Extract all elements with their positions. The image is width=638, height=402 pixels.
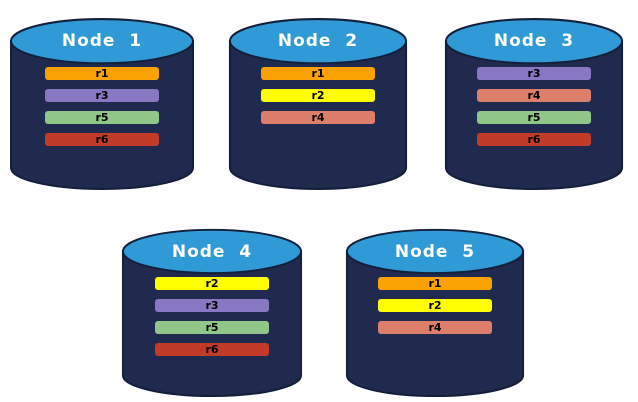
replica-bar-r2: r2 bbox=[261, 89, 375, 103]
replica-bar-r3: r3 bbox=[477, 67, 591, 81]
replica-bar-r5: r5 bbox=[477, 111, 591, 125]
node-title: Node 3 bbox=[493, 31, 575, 51]
cylinder-top bbox=[345, 228, 525, 275]
replica-bar-r4: r4 bbox=[378, 320, 492, 334]
cylinder-top bbox=[444, 18, 624, 65]
database-node: Node 2 r1 r2 r4 bbox=[227, 8, 409, 191]
replica-list: r1 r3 r5 r6 bbox=[8, 67, 196, 147]
replica-bar-r5: r5 bbox=[155, 320, 269, 334]
replica-bar-r3: r3 bbox=[155, 298, 269, 312]
replica-bar-r1: r1 bbox=[45, 67, 159, 81]
replica-bar-r1: r1 bbox=[261, 67, 375, 81]
node-title: Node 4 bbox=[171, 242, 253, 262]
replica-list: r1 r2 r4 bbox=[227, 67, 409, 125]
replica-bar-r3: r3 bbox=[45, 89, 159, 103]
replica-bar-r6: r6 bbox=[155, 342, 269, 356]
cylinder-top bbox=[121, 228, 303, 275]
replica-bar-r6: r6 bbox=[45, 133, 159, 147]
node-title: Node 2 bbox=[277, 31, 359, 51]
node-title: Node 1 bbox=[61, 31, 143, 51]
replica-list: r2 r3 r5 r6 bbox=[120, 276, 304, 356]
replica-bar-r4: r4 bbox=[477, 89, 591, 103]
replica-list: r3 r4 r5 r6 bbox=[443, 67, 625, 147]
database-node: Node 1 r1 r3 r5 r6 bbox=[8, 8, 196, 191]
replica-bar-r1: r1 bbox=[378, 276, 492, 290]
database-node: Node 5 r1 r2 r4 bbox=[344, 219, 526, 398]
replica-list: r1 r2 r4 bbox=[344, 276, 526, 334]
cylinder-top bbox=[10, 18, 194, 65]
replica-bar-r4: r4 bbox=[261, 111, 375, 125]
cylinder-top bbox=[228, 18, 408, 65]
database-node: Node 4 r2 r3 r5 r6 bbox=[120, 219, 304, 398]
node-title: Node 5 bbox=[394, 242, 476, 262]
replica-bar-r2: r2 bbox=[155, 276, 269, 290]
replica-bar-r5: r5 bbox=[45, 111, 159, 125]
database-node: Node 3 r3 r4 r5 r6 bbox=[443, 8, 625, 191]
replica-bar-r6: r6 bbox=[477, 133, 591, 147]
replica-bar-r2: r2 bbox=[378, 298, 492, 312]
